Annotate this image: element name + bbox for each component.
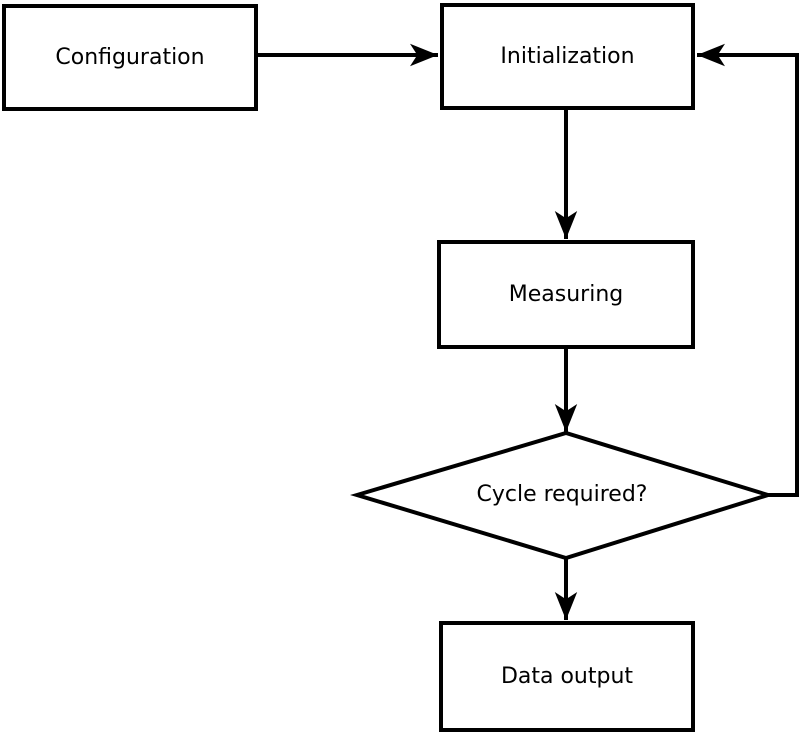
node-initialization: Initialization (440, 3, 695, 110)
node-initialization-label: Initialization (500, 43, 635, 69)
node-configuration: Configuration (2, 4, 258, 111)
node-data-output: Data output (439, 621, 695, 732)
node-configuration-label: Configuration (55, 44, 205, 70)
node-cycle-required-shape (350, 430, 775, 561)
node-measuring-label: Measuring (508, 281, 624, 307)
node-data-output-label: Data output (500, 663, 634, 689)
node-measuring: Measuring (437, 240, 695, 349)
edge-decision-to-initialization-loop (697, 43, 799, 497)
